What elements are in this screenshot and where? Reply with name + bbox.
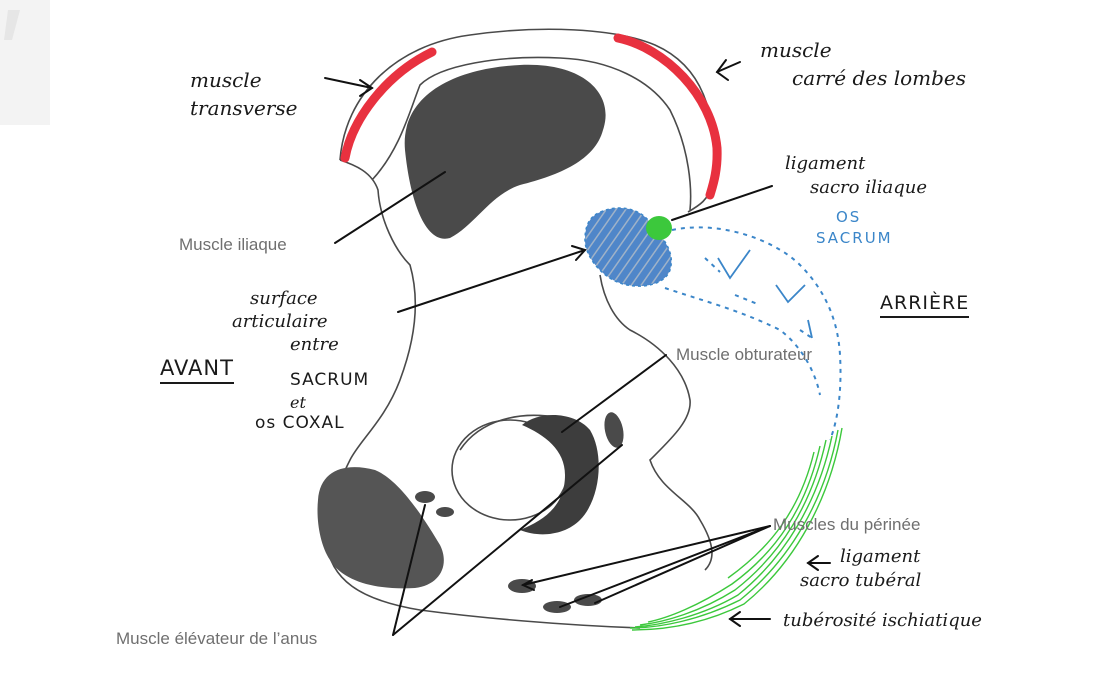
label-os-sacrum: OS SACRUM — [816, 208, 893, 246]
muscle-iliaque-shape — [404, 64, 606, 239]
label-muscle-carre-line2: carré des lombes — [792, 66, 967, 90]
perinee-fragment-4 — [543, 601, 571, 613]
arrow-ligament-sacro-iliaque — [671, 185, 773, 221]
leader-perinee-3 — [594, 525, 771, 604]
label-muscle-carre-line1: muscle — [760, 38, 832, 62]
label-os-sacrum-line1: OS — [836, 208, 862, 226]
label-muscle-obturateur: Muscle obturateur — [676, 345, 813, 364]
sacrum-v-mark-2 — [775, 284, 806, 304]
label-ligament-sacro-iliaque: ligament sacro iliaque — [785, 155, 927, 197]
label-ligament-sacro-tuberal-line1: ligament — [840, 546, 921, 567]
label-ligament-sacro-tuberal: ligament sacro tubéral — [800, 546, 921, 590]
label-surface-line5: et — [290, 393, 306, 412]
label-muscle-iliaque: Muscle iliaque — [179, 235, 287, 254]
arrow-surface-articulaire — [397, 249, 586, 313]
corner-glyph — [4, 10, 20, 40]
leader-obturateur — [561, 354, 667, 433]
label-ligament-sacro-tuberal-line2: sacro tubéral — [800, 570, 922, 591]
label-muscle-transverse: muscle transverse — [190, 70, 297, 118]
ligament-sacro-tuberal-shape — [629, 427, 843, 631]
label-muscle-transverse-line1: muscle — [190, 68, 262, 92]
perinee-fragment-1 — [415, 491, 435, 503]
sacrum-outline — [664, 226, 842, 441]
label-ligament-sacro-iliaque-line1: ligament — [785, 153, 866, 174]
label-surface-line3: entre — [290, 334, 339, 355]
label-surface-line6: os COXAL — [255, 413, 345, 433]
label-avant: AVANT — [160, 358, 234, 384]
label-os-sacrum-line2: SACRUM — [816, 229, 893, 247]
muscle-obturateur-shape — [520, 414, 599, 535]
label-muscle-transverse-line2: transverse — [190, 96, 298, 120]
label-tuberosite: tubérosité ischiatique — [783, 610, 982, 631]
leader-elevateur-2 — [392, 444, 623, 636]
leader-lines — [324, 59, 831, 636]
label-muscles-perinee: Muscles du périnée — [773, 515, 921, 534]
label-muscle-carre: muscle carré des lombes — [760, 40, 966, 88]
arrow-carre — [716, 61, 741, 73]
label-ligament-sacro-iliaque-line2: sacro iliaque — [810, 177, 927, 198]
obturateur-fragment — [604, 412, 624, 448]
muscle-transverse-shape — [340, 47, 437, 163]
sacrum-c-mark — [807, 319, 813, 339]
label-surface-articulaire: surface articulaire entre — [232, 288, 339, 355]
leader-perinee-2 — [559, 525, 771, 608]
leader-perinee-1 — [522, 525, 771, 586]
label-surface-line2: articulaire — [232, 311, 328, 332]
muscle-carre-shape — [613, 33, 722, 200]
leader-elevateur-1 — [392, 504, 426, 636]
label-arriere: ARRIÈRE — [880, 294, 970, 318]
label-surface-line4: SACRUM — [290, 370, 370, 390]
leader-muscle-iliaque — [334, 171, 446, 244]
sacrum-v-mark-1 — [717, 249, 751, 280]
ligament-sacro-iliaque-shape — [646, 216, 672, 240]
arrow-transverse — [324, 77, 373, 89]
perinee-fragment-2 — [436, 507, 454, 517]
label-surface-line1: surface — [250, 288, 318, 309]
label-muscle-elevateur: Muscle élévateur de l’anus — [116, 629, 318, 648]
